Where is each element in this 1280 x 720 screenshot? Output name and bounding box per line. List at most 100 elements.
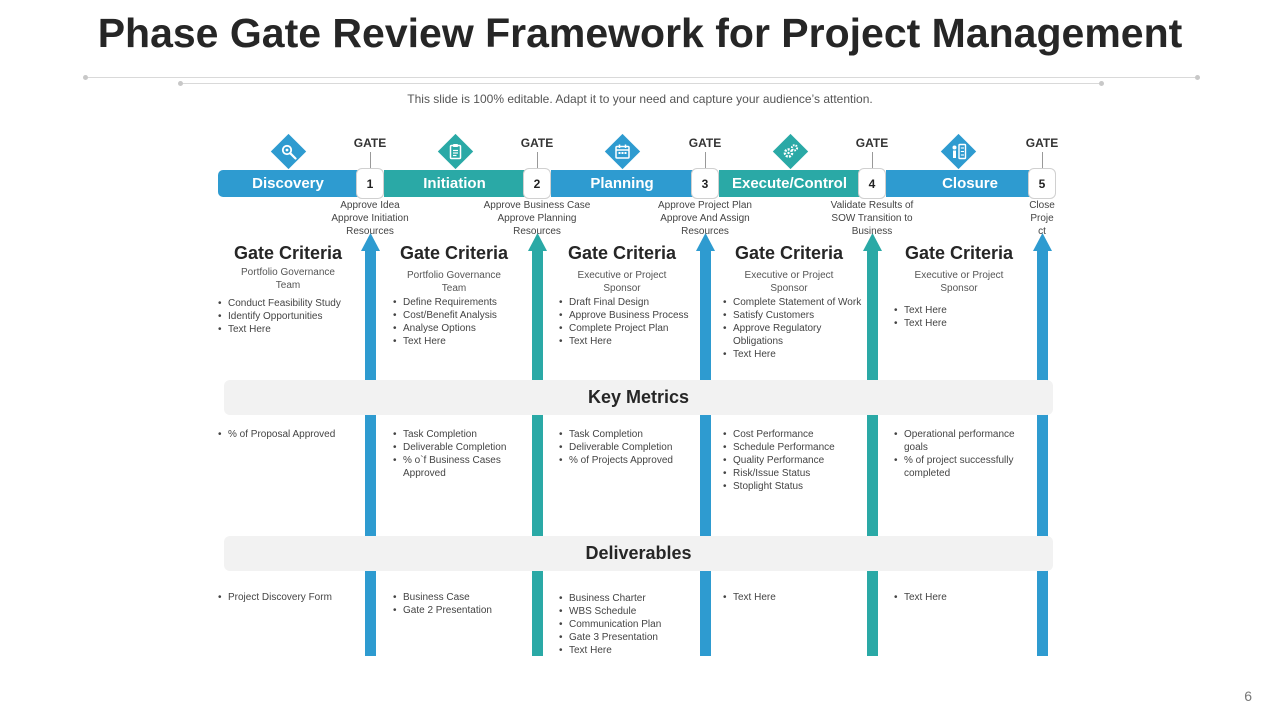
gate-approval-line: Resources [681, 226, 729, 237]
gate-criteria-list: Text HereText Here [894, 304, 1039, 330]
list-item: Schedule Performance [723, 441, 858, 454]
divider-top [85, 77, 1198, 78]
gate-approval-line: Approve Initiation [331, 213, 409, 224]
page-number: 6 [1244, 688, 1252, 704]
gate-approval-line: Close [1029, 200, 1055, 211]
list-item: Text Here [894, 317, 1039, 330]
gate-arrow [696, 233, 715, 656]
gate-connector [1042, 152, 1043, 168]
gate-approval-line: Approve Project Plan [658, 200, 752, 211]
list-item: Operational performance goals [894, 428, 1024, 454]
gate-approval-line: Resources [346, 226, 394, 237]
checklist-icon [940, 133, 977, 170]
search-gear-icon-glyph [281, 144, 297, 160]
owner-line: Executive or Project [914, 270, 1004, 281]
list-item: % of Projects Approved [559, 454, 694, 467]
list-item: Text Here [723, 591, 863, 604]
key-metrics-list: Task CompletionDeliverable Completion% o… [393, 428, 528, 480]
gate-connector [537, 152, 538, 168]
gears-icon-glyph [783, 144, 799, 158]
arrow-shaft [700, 249, 711, 656]
list-item: Approve Business Process [559, 309, 704, 322]
gate-approval-line: Resources [513, 226, 561, 237]
arrow-head [361, 233, 380, 251]
list-item: Text Here [393, 335, 538, 348]
gate-criteria-title: Gate Criteria [567, 243, 677, 263]
clipboard-icon-glyph [449, 144, 462, 160]
arrow-shaft [365, 249, 376, 656]
gate-approval-line: Approve Planning [497, 213, 577, 224]
list-item: Gate 3 Presentation [559, 631, 699, 644]
deliverables-band: Deliverables [224, 536, 1053, 571]
gate-approval-line: ct [1038, 226, 1046, 237]
list-item: Task Completion [559, 428, 694, 441]
gate-approval-line: Approve Idea [340, 200, 400, 211]
gate-number-3: 3 [691, 168, 719, 199]
list-item: % of Proposal Approved [218, 428, 353, 441]
gate-label: GATE [1025, 136, 1059, 150]
calendar-icon [604, 133, 641, 170]
list-item: Analyse Options [393, 322, 538, 335]
list-item: Define Requirements [393, 296, 538, 309]
deliverables-list: Text Here [894, 591, 1034, 604]
divider-dot [1195, 75, 1200, 80]
list-item: Project Discovery Form [218, 591, 358, 604]
gate-label: GATE [688, 136, 722, 150]
gate-number-2: 2 [523, 168, 551, 199]
list-item: Stoplight Status [723, 480, 858, 493]
gate-criteria-title: Gate Criteria [233, 243, 343, 263]
slide-subtitle: This slide is 100% editable. Adapt it to… [407, 92, 873, 106]
list-item: Text Here [218, 323, 363, 336]
gate-label: GATE [520, 136, 554, 150]
gate-arrow [528, 233, 547, 656]
list-item: Deliverable Completion [393, 441, 528, 454]
list-item: % o`f Business Cases Approved [393, 454, 528, 480]
list-item: Identify Opportunities [218, 310, 363, 323]
arrow-head [863, 233, 882, 251]
gate-label: GATE [855, 136, 889, 150]
gate-criteria-list: Complete Statement of WorkSatisfy Custom… [723, 296, 863, 361]
gate-number-4: 4 [858, 168, 886, 199]
gate-criteria-title: Gate Criteria [734, 243, 844, 263]
gate-arrow [1033, 233, 1052, 656]
list-item: Deliverable Completion [559, 441, 694, 454]
owner-line: Sponsor [770, 283, 808, 294]
gate-approval-line: Business [851, 226, 893, 237]
gate-connector [370, 152, 371, 168]
gate-criteria-list: Draft Final DesignApprove Business Proce… [559, 296, 704, 348]
key-metrics-list: % of Proposal Approved [218, 428, 353, 441]
list-item: Text Here [559, 335, 704, 348]
gate-connector [872, 152, 873, 168]
checklist-icon-glyph [952, 143, 967, 160]
arrow-head [696, 233, 715, 251]
gate-approval-line: Approve And Assign [660, 213, 750, 224]
gate-approval-line: SOW Transition to [831, 213, 913, 224]
phase-bar-initiation: Initiation [384, 170, 525, 197]
key-metrics-list: Operational performance goals% of projec… [894, 428, 1024, 480]
phase-bar-execute-control: Execute/Control [719, 170, 860, 197]
list-item: Draft Final Design [559, 296, 704, 309]
arrow-head [528, 233, 547, 251]
calendar-icon-glyph [615, 144, 630, 159]
list-item: Quality Performance [723, 454, 858, 467]
list-item: Text Here [894, 591, 1034, 604]
gate-number-1: 1 [356, 168, 384, 199]
gate-approval-text: Validate Results of SOW Transition to Busi… [807, 199, 937, 238]
deliverables-list: Business CharterWBS ScheduleCommunicatio… [559, 592, 699, 657]
gate-criteria-title: Gate Criteria [904, 243, 1014, 263]
gate-approval-line: Proje [1030, 213, 1054, 224]
key-metrics-list: Task CompletionDeliverable Completion% o… [559, 428, 694, 467]
arrow-shaft [1037, 249, 1048, 656]
owner-line: Sponsor [940, 283, 978, 294]
phase-bar-planning: Planning [551, 170, 693, 197]
gate-approval-line: Validate Results of [830, 200, 914, 211]
list-item: % of project successfully completed [894, 454, 1024, 480]
phase-bar-discovery: Discovery [218, 170, 358, 197]
list-item: Gate 2 Presentation [393, 604, 533, 617]
